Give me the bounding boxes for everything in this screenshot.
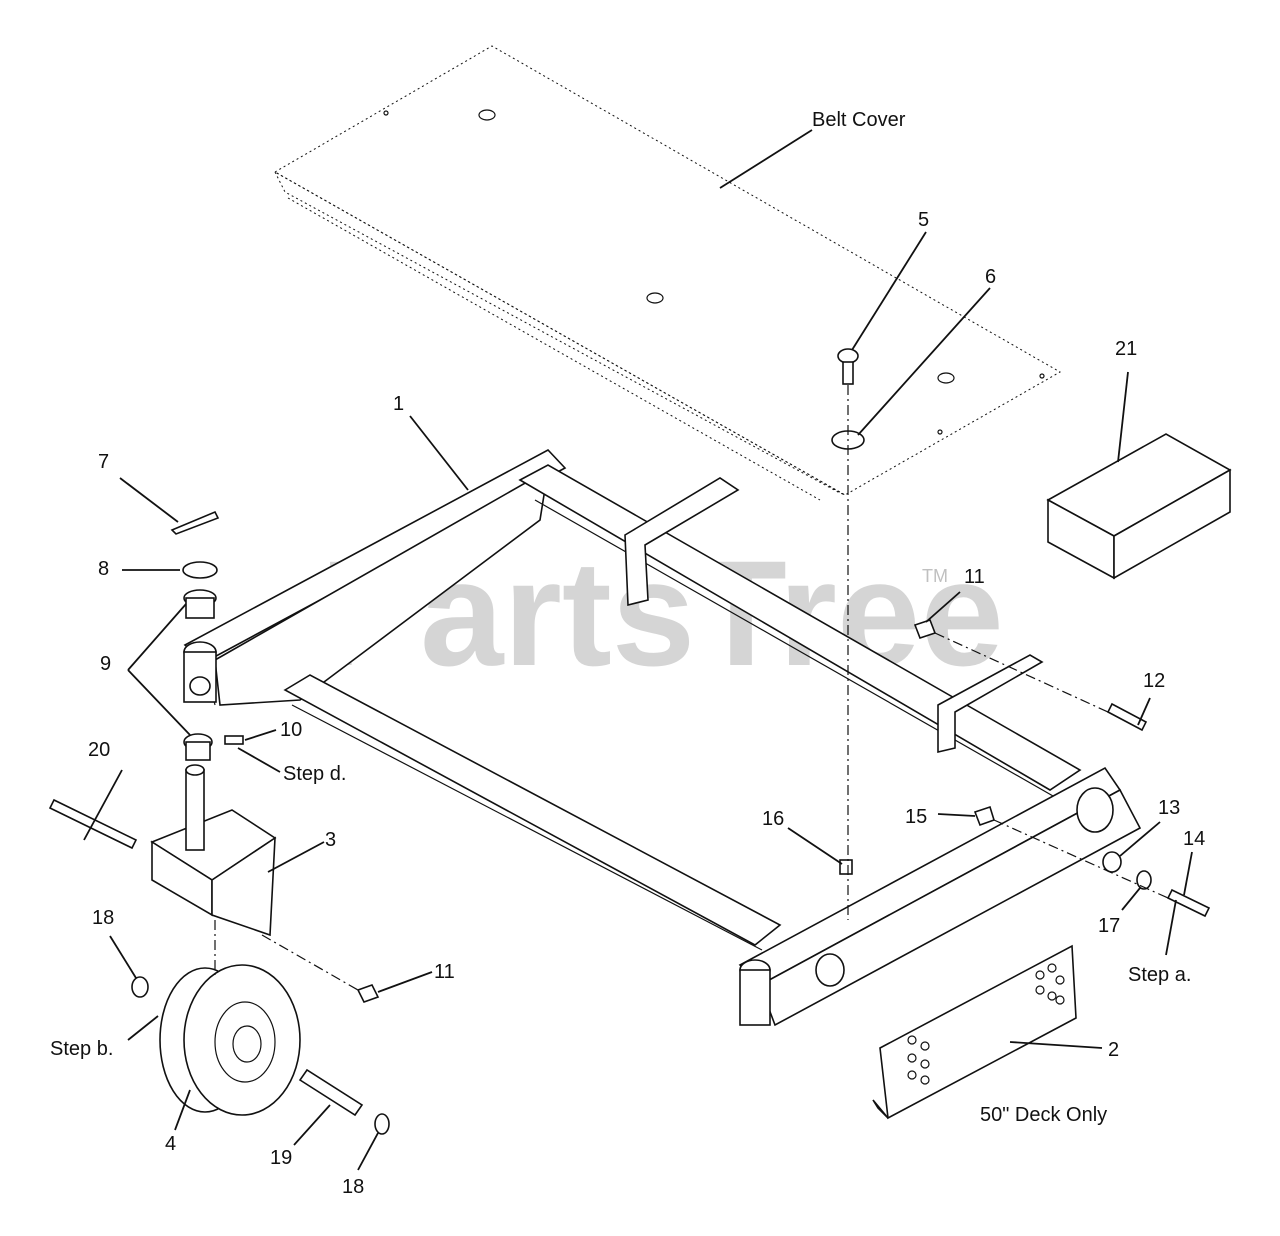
part-9-bushings [183, 589, 217, 761]
part-15-nut [973, 805, 995, 827]
part-8-washer [182, 561, 218, 579]
label-8: 8 [98, 558, 109, 580]
part-11-nut-lower [356, 984, 380, 1003]
label-6: 6 [985, 266, 996, 288]
label-4: 4 [165, 1133, 176, 1155]
label-17: 17 [1098, 915, 1120, 937]
label-20: 20 [88, 739, 110, 761]
part-4-wheel [159, 964, 301, 1116]
part-18-washer-a [131, 976, 149, 998]
label-step-d: Step d. [283, 763, 346, 785]
label-12: 12 [1143, 670, 1165, 692]
label-3: 3 [325, 829, 336, 851]
centerlines [214, 385, 1169, 991]
belt-cover-part [273, 45, 1062, 501]
labels: Belt Cover 5 6 21 1 7 8 9 10 Step d. 20 … [50, 109, 1205, 1198]
part-14-bolt [1166, 888, 1211, 918]
label-10: 10 [280, 719, 302, 741]
watermark-trademark: TM [922, 566, 948, 586]
label-18b: 18 [342, 1176, 364, 1198]
leader-lines [83, 129, 1193, 1171]
part-21-box [1046, 433, 1232, 580]
part-5-screw [837, 348, 859, 385]
label-1: 1 [393, 393, 404, 415]
part-10-fitting [224, 735, 244, 745]
label-step-b: Step b. [50, 1038, 113, 1060]
label-15: 15 [905, 806, 927, 828]
label-18a: 18 [92, 907, 114, 929]
label-9: 9 [100, 653, 111, 675]
part-17-washer [1136, 870, 1152, 890]
label-11a: 11 [964, 566, 985, 588]
part-16-fitting [839, 859, 853, 875]
label-19: 19 [270, 1147, 292, 1169]
part-2-plate [872, 944, 1077, 1120]
label-16: 16 [762, 808, 784, 830]
label-11b: 11 [434, 961, 455, 983]
plate-holes [907, 963, 1065, 1085]
label-21: 21 [1115, 338, 1137, 360]
label-belt-cover: Belt Cover [812, 109, 906, 131]
label-14: 14 [1183, 828, 1205, 850]
part-3-caster-yoke [150, 764, 277, 937]
part-18-washer-b [374, 1113, 390, 1135]
part-1-frame [183, 449, 1142, 1027]
part-13-spacer [1102, 851, 1122, 873]
label-2: 2 [1108, 1039, 1119, 1061]
label-5: 5 [918, 209, 929, 231]
label-7: 7 [98, 451, 109, 473]
label-deck-only: 50" Deck Only [980, 1104, 1107, 1126]
part-12-bolt [1106, 702, 1148, 732]
part-7-cotter-pin [170, 510, 220, 535]
label-13: 13 [1158, 797, 1180, 819]
part-19-axle [298, 1068, 364, 1117]
label-step-a: Step a. [1128, 964, 1191, 986]
